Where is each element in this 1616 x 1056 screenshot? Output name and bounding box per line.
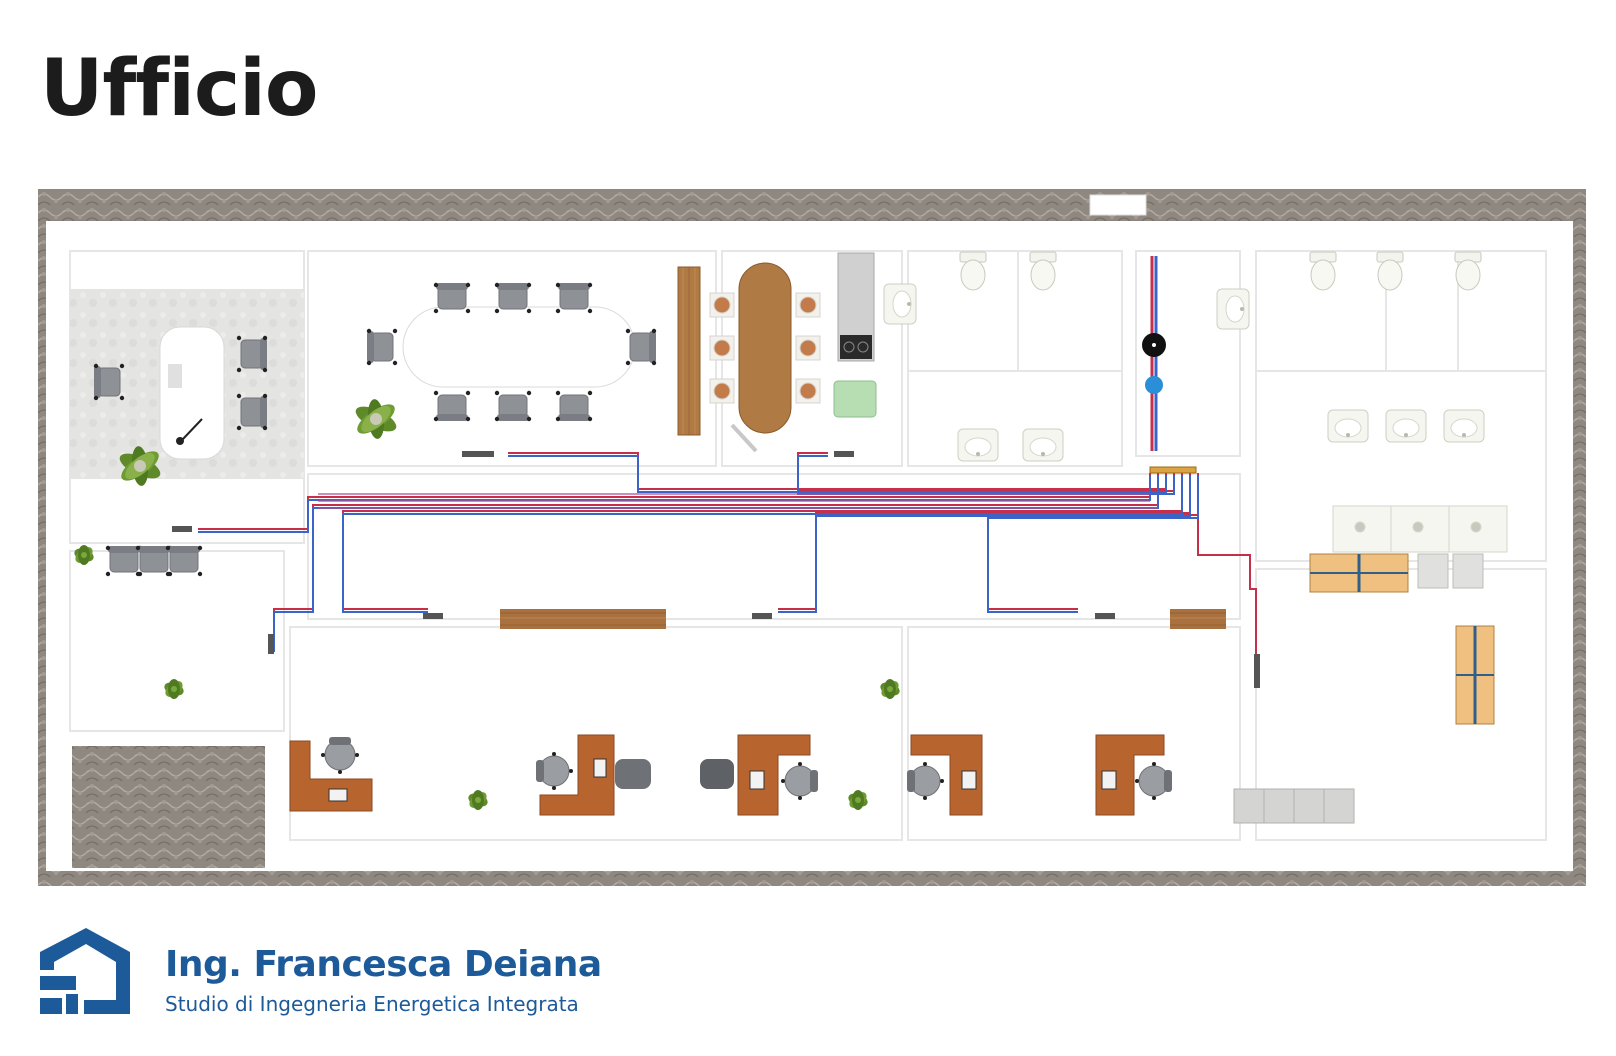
reception-area: [70, 289, 304, 487]
meeting-sideboard: [677, 266, 701, 436]
sink-icon: [883, 283, 917, 325]
office-1-furniture: [289, 734, 870, 816]
sink-icon: [1216, 288, 1250, 330]
fridge: [833, 380, 877, 418]
floor-plan-drawing: [38, 189, 1586, 886]
room-partitions: [69, 250, 1547, 841]
meeting-room-furniture: [352, 266, 701, 440]
office-2-shelf: [1170, 609, 1226, 629]
page-title: Ufficio: [40, 44, 319, 134]
desk-icon: [539, 734, 615, 816]
sink-icon: [1443, 409, 1485, 443]
exterior-courtyard: [72, 746, 265, 868]
sink-icon: [1327, 409, 1369, 443]
sink-icon: [1385, 409, 1427, 443]
thermostats: [172, 451, 1260, 688]
toilet-icon: [1454, 251, 1482, 291]
pump-icon: [1145, 376, 1163, 394]
office-2-furniture: [878, 677, 1173, 816]
kitchen-furniture: [709, 252, 877, 453]
sink-icon: [957, 428, 999, 462]
brand-name: Ing. Francesca Deiana: [165, 944, 602, 985]
desk-icon: [910, 734, 983, 816]
shower-block: [1332, 505, 1508, 553]
locker-room-furniture: [1233, 553, 1495, 824]
room-restroom-a: [907, 250, 1123, 467]
room-technical: [1135, 250, 1241, 457]
desk-icon: [1095, 734, 1165, 816]
meeting-table: [402, 306, 636, 388]
room-corridor: [307, 473, 1241, 620]
entrance-door: [1089, 194, 1147, 216]
toilet-icon: [1376, 251, 1404, 291]
reception-desk: [159, 326, 225, 460]
toilet-icon: [1309, 251, 1337, 291]
corridor-shelf: [500, 609, 666, 629]
room-office-2: [907, 626, 1241, 841]
toilet-icon: [1029, 251, 1057, 291]
floor-plan: [38, 189, 1586, 886]
heating-pipes: [198, 452, 1257, 659]
house-logo-icon: [40, 928, 130, 1014]
sink-icon: [1022, 428, 1064, 462]
brand-footer: Ing. Francesca Deiana Studio di Ingegner…: [38, 922, 738, 1032]
desk-icon: [289, 740, 373, 812]
restroom-b-fixtures: [1216, 251, 1508, 553]
cooktop-icon: [840, 335, 872, 359]
kitchen-table: [738, 262, 792, 434]
toilet-icon: [959, 251, 987, 291]
technical-room-equipment: [1142, 256, 1197, 474]
manifold-icon: [1149, 466, 1197, 474]
desk-icon: [737, 734, 811, 816]
brand-subtitle: Studio di Ingegneria Energetica Integrat…: [165, 992, 579, 1016]
